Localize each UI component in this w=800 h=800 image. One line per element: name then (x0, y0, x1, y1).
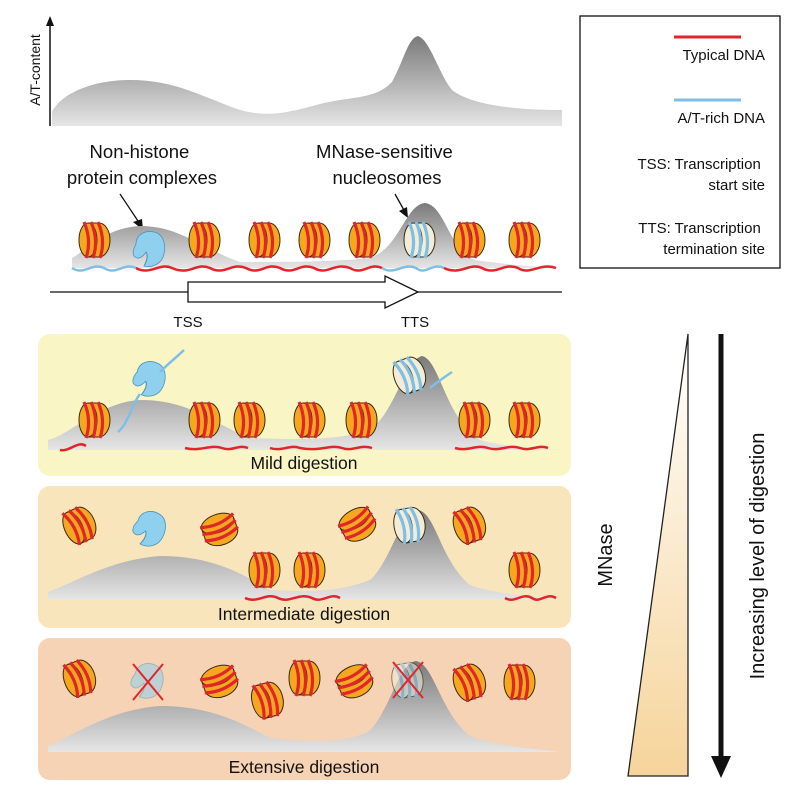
y-axis-label: A/T-content (27, 34, 43, 106)
nucleosome (61, 506, 97, 546)
nucleosome (78, 221, 111, 259)
nucleosome (345, 401, 378, 439)
panel-mild-profile (48, 356, 560, 450)
mnase-wedge: MNase (595, 333, 689, 777)
nucleosome (298, 221, 331, 259)
nucleosome (78, 401, 111, 439)
linker-dna (184, 445, 249, 451)
at-rich-nucleosome (393, 505, 426, 545)
at-rich-linker (429, 370, 453, 389)
nucleosome (188, 221, 221, 259)
non-histone-label: Non-histone protein complexes (67, 141, 217, 188)
panel-intermediate-label: Intermediate digestion (218, 604, 390, 624)
at-rich-dna-label: A/T-rich DNA (677, 110, 765, 127)
nucleosome (62, 658, 97, 699)
at-rich-nucleosome (403, 221, 436, 259)
tss-label: TSS (173, 314, 202, 331)
at-rich-nucleosome (392, 355, 427, 396)
typical-dna-label: Typical DNA (682, 47, 765, 64)
nucleosome (199, 664, 240, 699)
protein-complex (132, 231, 166, 267)
nucleosome (452, 662, 487, 703)
protein-complex (132, 511, 166, 547)
nucleosome (508, 401, 541, 439)
tts-label: TTS (401, 314, 429, 331)
digestion-arrow: Increasing level of digestion (711, 334, 769, 778)
panel-extensive-profile (48, 661, 560, 752)
linker-dna (454, 445, 549, 451)
transcribed-region-arrow (187, 274, 420, 310)
nucleosome (288, 659, 321, 697)
nucleosome (508, 551, 541, 589)
protein-complex (132, 361, 166, 397)
nucleosome (250, 680, 284, 720)
nucleosome (334, 663, 374, 699)
panel-mild-label: Mild digestion (251, 453, 358, 473)
chromatin-glyphs (59, 221, 557, 720)
mnase-label: MNase (595, 523, 617, 586)
tts-definition: TTS: Transcription termination site (638, 220, 765, 258)
nucleosome (293, 401, 326, 439)
digestion-arrow-label: Increasing level of digestion (747, 433, 769, 680)
panel-extensive: Extensive digestion (38, 638, 571, 780)
nucleosome (453, 221, 486, 259)
nucleosome (233, 401, 266, 439)
digested-cross-mark (392, 661, 424, 699)
linker-dna (244, 595, 341, 601)
tss-definition: TSS: Transcription start site (637, 156, 765, 194)
linker-dna (59, 443, 87, 452)
nucleosome (337, 505, 377, 542)
mnase-sensitive-label: MNase-sensitive nucleosomes (316, 141, 458, 188)
legend: Typical DNA A/T-rich DNA TSS: Transcript… (579, 15, 781, 269)
at-rich-linker (159, 349, 185, 373)
nucleosome (452, 505, 487, 546)
at-rich-linker (117, 393, 142, 433)
nucleosome (188, 401, 221, 439)
digestion-arrowhead (711, 756, 731, 778)
legend-box (579, 15, 781, 269)
gene-track: TSS TTS (50, 274, 562, 331)
nucleosome (248, 551, 281, 589)
panel-extensive-label: Extensive digestion (229, 757, 380, 777)
panel-intermediate-profile (48, 510, 560, 600)
nucleosome (458, 401, 491, 439)
linker-dna (269, 445, 373, 451)
at-content-profile: A/T-content (27, 16, 562, 126)
mnase-wedge-shape (627, 333, 689, 777)
nucleosome (508, 221, 541, 259)
y-axis-arrowhead (46, 16, 54, 26)
digested-cross-mark (132, 663, 164, 701)
nucleosome (503, 663, 536, 701)
nucleosome (348, 221, 381, 259)
nucleosome (293, 551, 326, 589)
linker-dna (504, 595, 557, 601)
nucleosome (248, 221, 281, 259)
nucleosome (199, 512, 240, 547)
at-content-curve (52, 36, 562, 126)
